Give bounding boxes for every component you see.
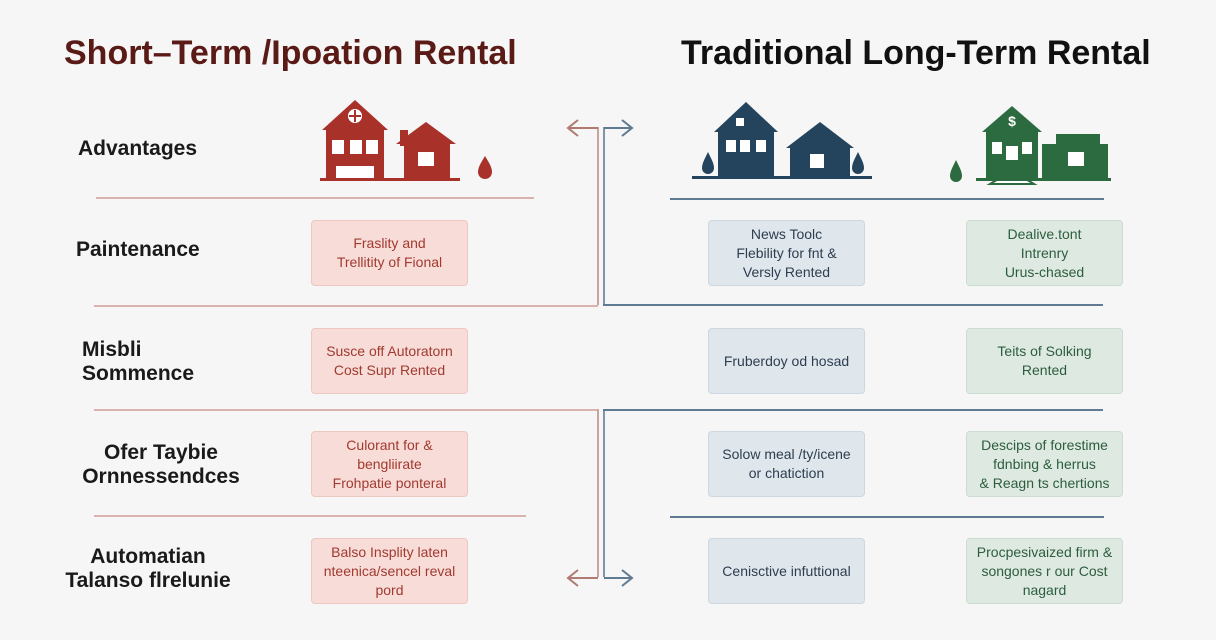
long-term-box-a-3: Solow meal /ty/icene or chatiction <box>708 431 865 497</box>
divider-right-3 <box>603 409 1103 411</box>
long-term-box-b-3: Descips of forestime fdnbing & herrus & … <box>966 431 1123 497</box>
bracket-left-upper <box>597 127 599 305</box>
row-label-ofer: Ofer Taybie Ornnessendces <box>82 441 240 488</box>
short-term-box-1: Fraslity and Trellitity of Fional <box>311 220 468 286</box>
long-term-box-a-2: Fruberdoy od hosad <box>708 328 865 394</box>
short-term-box-3: Culorant for & bengliirate Frohpatie pon… <box>311 431 468 497</box>
bracket-left-lower <box>597 409 599 577</box>
long-term-box-b-1: Dealive.tont Intrenry Urus-chased <box>966 220 1123 286</box>
divider-right-2 <box>603 304 1103 306</box>
row-label-automatian: Automatian Talanso flrelunie <box>65 545 231 592</box>
short-term-title: Short–Term /Ipoation Rental <box>64 34 517 72</box>
bracket-right-lower <box>603 409 605 577</box>
short-term-box-4: Balso Insplity laten nteenica/sencel rev… <box>311 538 468 604</box>
long-term-box-a-1: News Toolc Flebility for fnt & Versly Re… <box>708 220 865 286</box>
divider-right-1 <box>670 198 1104 200</box>
long-term-box-b-4: Procpesivaized firm & songones r our Cos… <box>966 538 1123 604</box>
divider-left-1 <box>96 197 534 199</box>
divider-left-4 <box>94 515 526 517</box>
row-label-misbli: Misbli Sommence <box>82 338 195 385</box>
divider-left-2 <box>94 305 598 307</box>
row-label-paintenance: Paintenance <box>76 238 200 261</box>
short-term-box-2: Susce off Autoratorn Cost Supr Rented <box>311 328 468 394</box>
divider-left-3 <box>94 409 598 411</box>
bracket-right-upper <box>603 127 605 305</box>
long-term-title: Traditional Long-Term Rental <box>681 34 1151 72</box>
divider-right-4 <box>670 516 1104 518</box>
row-label-advantages: Advantages <box>78 137 198 160</box>
svg-text:$: $ <box>1008 113 1016 129</box>
house-icon-blue <box>692 102 872 179</box>
house-icon-green: $ <box>950 106 1111 185</box>
arrow-icon-top <box>566 119 634 137</box>
arrow-icon-bottom <box>566 569 634 587</box>
house-icon-red <box>320 100 492 181</box>
long-term-box-a-4: Cenisctive infuttional <box>708 538 865 604</box>
long-term-box-b-2: Teits of Solking Rented <box>966 328 1123 394</box>
